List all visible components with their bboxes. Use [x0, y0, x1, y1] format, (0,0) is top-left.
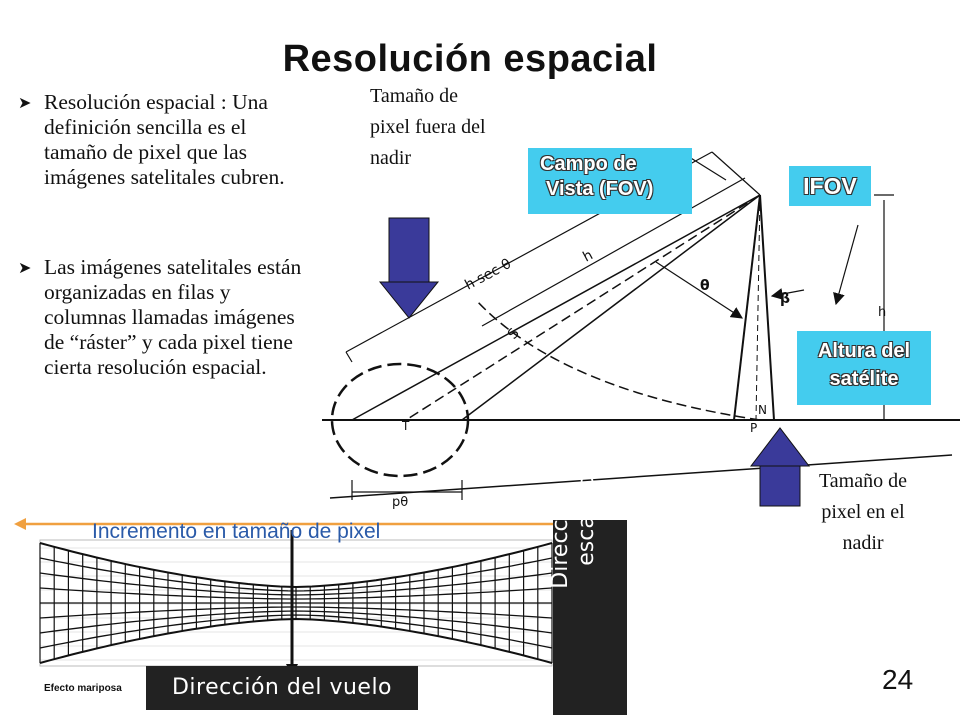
- increment-label: Incremento en tamaño de pixel: [92, 520, 381, 543]
- off-nadir-pixel-ellipse: [330, 362, 470, 478]
- bullet-text-1: Resolución espacial : Una definición sen…: [44, 90, 285, 189]
- butterfly-pixel-grid: [39, 539, 553, 667]
- h-dimension: [481, 177, 746, 327]
- label-t: T: [401, 419, 410, 433]
- bullet-list: ➤ Resolución espacial : Una definición s…: [14, 90, 314, 380]
- increment-arrowhead-icon: [14, 518, 26, 530]
- blue-up-arrow-icon: [749, 427, 811, 507]
- arrowhead-bullet-icon: ➤: [18, 95, 32, 112]
- bullet-item-1: ➤ Resolución espacial : Una definición s…: [14, 90, 314, 190]
- label-h-vertical: h: [878, 305, 886, 320]
- ray-center: [405, 194, 761, 421]
- fov-label: Campo de Vista (FOV): [528, 148, 692, 214]
- bullet-item-2: ➤ Las imágenes satelitales están organiz…: [14, 255, 314, 380]
- blue-down-arrow-icon: [378, 217, 440, 319]
- label-h-sec: h sec θ: [462, 256, 514, 294]
- flight-direction-label: Dirección del vuelo: [146, 666, 418, 710]
- fov-label-line2: Vista (FOV): [546, 178, 654, 200]
- theta-arrow: [655, 261, 744, 319]
- ifov-label: IFOV: [789, 166, 871, 206]
- note-off-nadir: Tamaño de pixel fuera del nadir: [370, 85, 486, 169]
- label-theta: θ: [700, 278, 710, 294]
- bullet-text-2: Las imágenes satelitales están organizad…: [44, 255, 302, 379]
- butterfly-effect-caption: Efecto mariposa: [44, 683, 122, 694]
- nadir-cone-right: [759, 194, 775, 421]
- label-n: N: [758, 403, 767, 417]
- nadir-center-line: [755, 194, 761, 421]
- nadir-cone-left: [733, 194, 761, 421]
- ground-edge-line: [329, 454, 953, 499]
- label-p-theta: pθ: [392, 495, 408, 510]
- arc-s: [475, 299, 761, 421]
- altura-label: Altura del satélite: [797, 331, 931, 405]
- beta-arrow: [770, 288, 805, 300]
- altura-label-line2: satélite: [829, 368, 899, 390]
- note-nadir: Tamaño de pixel en el nadir: [818, 470, 907, 554]
- ifov-pointer: [833, 224, 859, 306]
- ray-outer: [351, 194, 761, 421]
- page-number: 24: [882, 664, 914, 695]
- scan-direction-box: [553, 520, 627, 715]
- arrowhead-bullet-icon: ➤: [18, 260, 32, 277]
- fov-label-line1: Campo de: [540, 153, 637, 175]
- altura-label-line1: Altura del: [817, 340, 911, 362]
- ray-inner: [461, 194, 761, 421]
- label-beta: β: [780, 291, 790, 307]
- label-p: P: [750, 421, 757, 435]
- slide-title: Resolución espacial: [282, 38, 658, 80]
- scan-direction-label: Dirección de escaneo: [548, 451, 599, 589]
